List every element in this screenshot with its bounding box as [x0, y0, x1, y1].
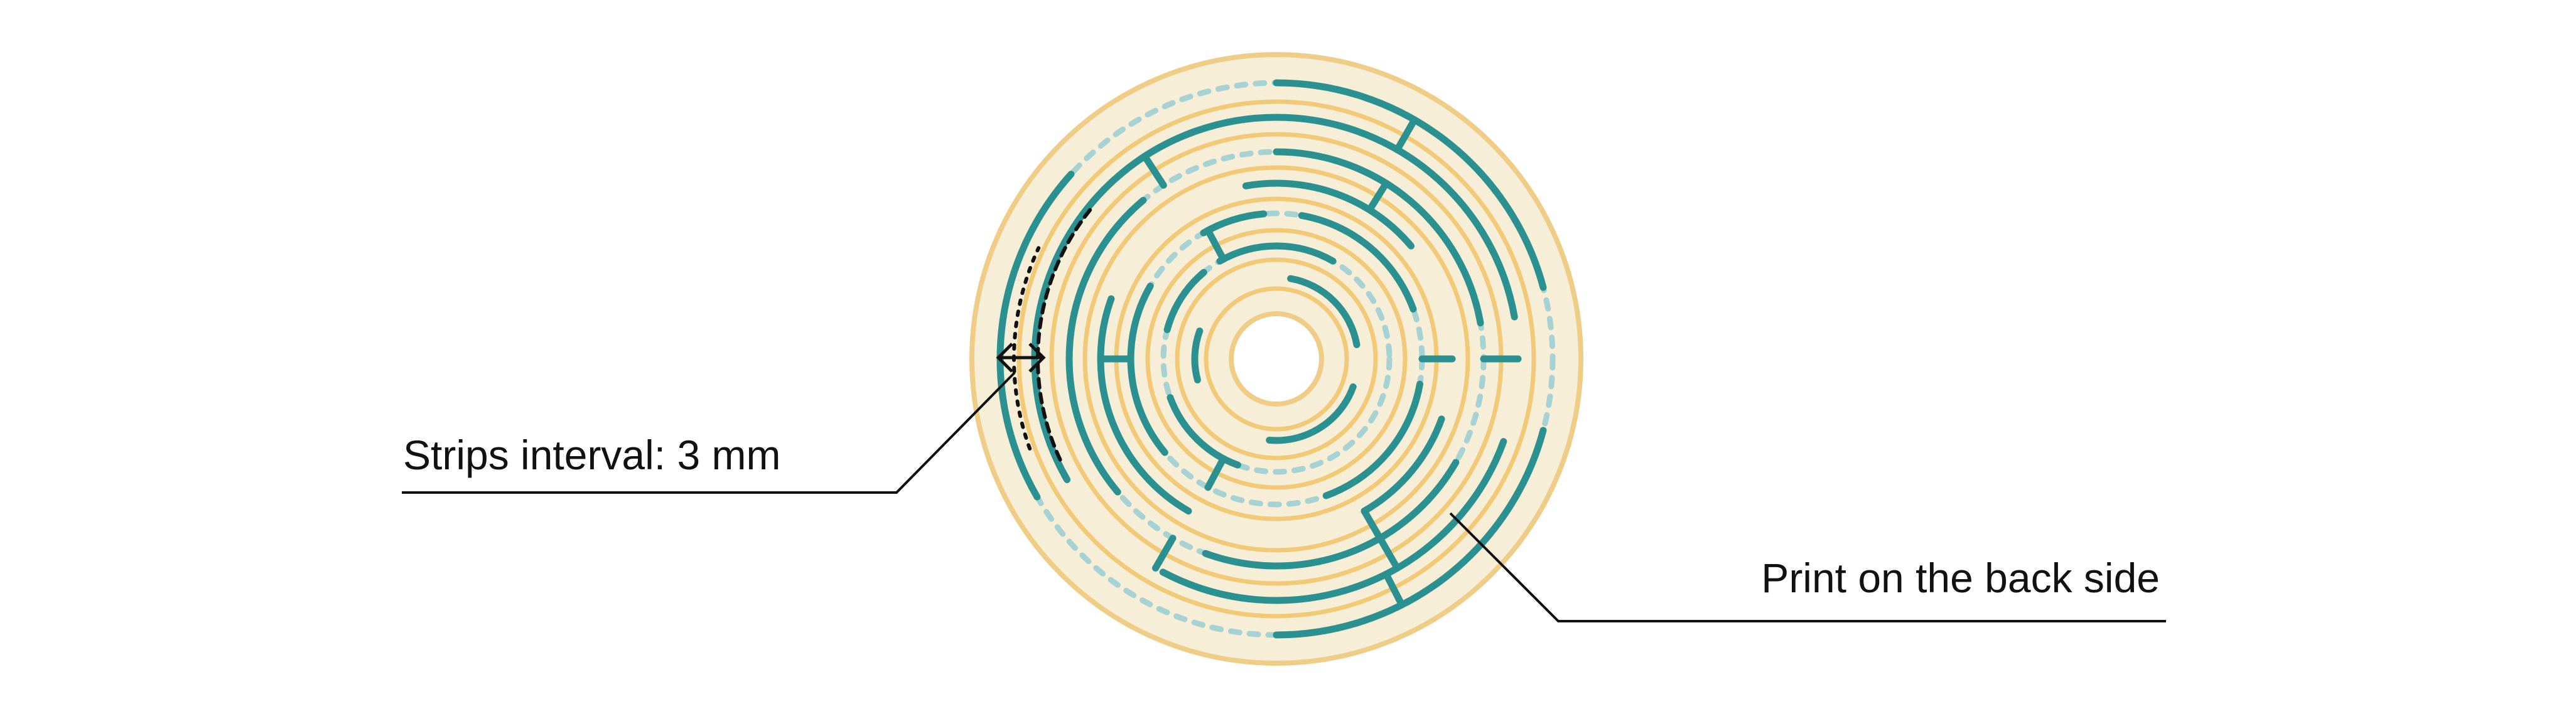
maze-wall-arc [1216, 242, 1337, 265]
maze-wall-spoke [1361, 508, 1384, 542]
interval-arc-inner [1036, 203, 1096, 462]
maze-wall-arc [1273, 427, 1547, 639]
maze-wall-arc [1242, 179, 1415, 250]
ring-guide [1204, 286, 1349, 432]
maze-wall-arc [1298, 212, 1417, 313]
maze-wall-spoke [1152, 535, 1177, 572]
maze-wall-spoke [1366, 179, 1390, 213]
maze-wall-arc [1167, 394, 1241, 469]
maze-wall-arc [1127, 282, 1168, 456]
maze-wall-arc [1031, 128, 1197, 483]
strips-interval-label: Strips interval: 3 mm [403, 432, 780, 478]
maze-wall-arc [996, 171, 1075, 501]
ring-guide [1175, 257, 1378, 461]
center-hole [1229, 311, 1324, 407]
maze-wall-layer [996, 79, 1547, 639]
ring-guide [1082, 165, 1470, 553]
maze-wall-spoke [1394, 116, 1418, 154]
maze-wall-arc [1361, 415, 1445, 514]
maze-wall-spoke [1376, 535, 1401, 572]
maze-wall-spoke [1141, 152, 1167, 189]
strips-interval-leader [402, 371, 1016, 494]
maze-wall-arc [1097, 295, 1192, 514]
ring-guide [1145, 228, 1408, 490]
maze-wall-arc [1182, 114, 1518, 321]
maze-wall-arc [1273, 79, 1547, 291]
maze-wall-arc [1322, 380, 1423, 499]
maze-wall-arc [1266, 383, 1357, 444]
maze-wall-arc [1163, 269, 1207, 333]
double-arrow-icon [996, 343, 1046, 373]
interval-arc-outer [1011, 246, 1041, 450]
back-side-label: Print on the back side [1761, 555, 2160, 601]
back-side-leader [1449, 512, 2166, 622]
maze-wall-spoke [1382, 570, 1406, 609]
maze-wall-arc [1191, 328, 1204, 384]
maze-wall-arc [1065, 196, 1147, 496]
maze-disc [969, 52, 1583, 666]
maze-wall-arc [1159, 438, 1507, 604]
maze-wall-arc [1273, 148, 1484, 327]
maze-wall-arc [1202, 459, 1460, 570]
maze-wall-arc [1287, 275, 1361, 348]
strip-interval-measure [996, 203, 1096, 462]
maze-wall-spoke [1204, 455, 1227, 491]
maze-wall-spoke [1204, 227, 1227, 263]
